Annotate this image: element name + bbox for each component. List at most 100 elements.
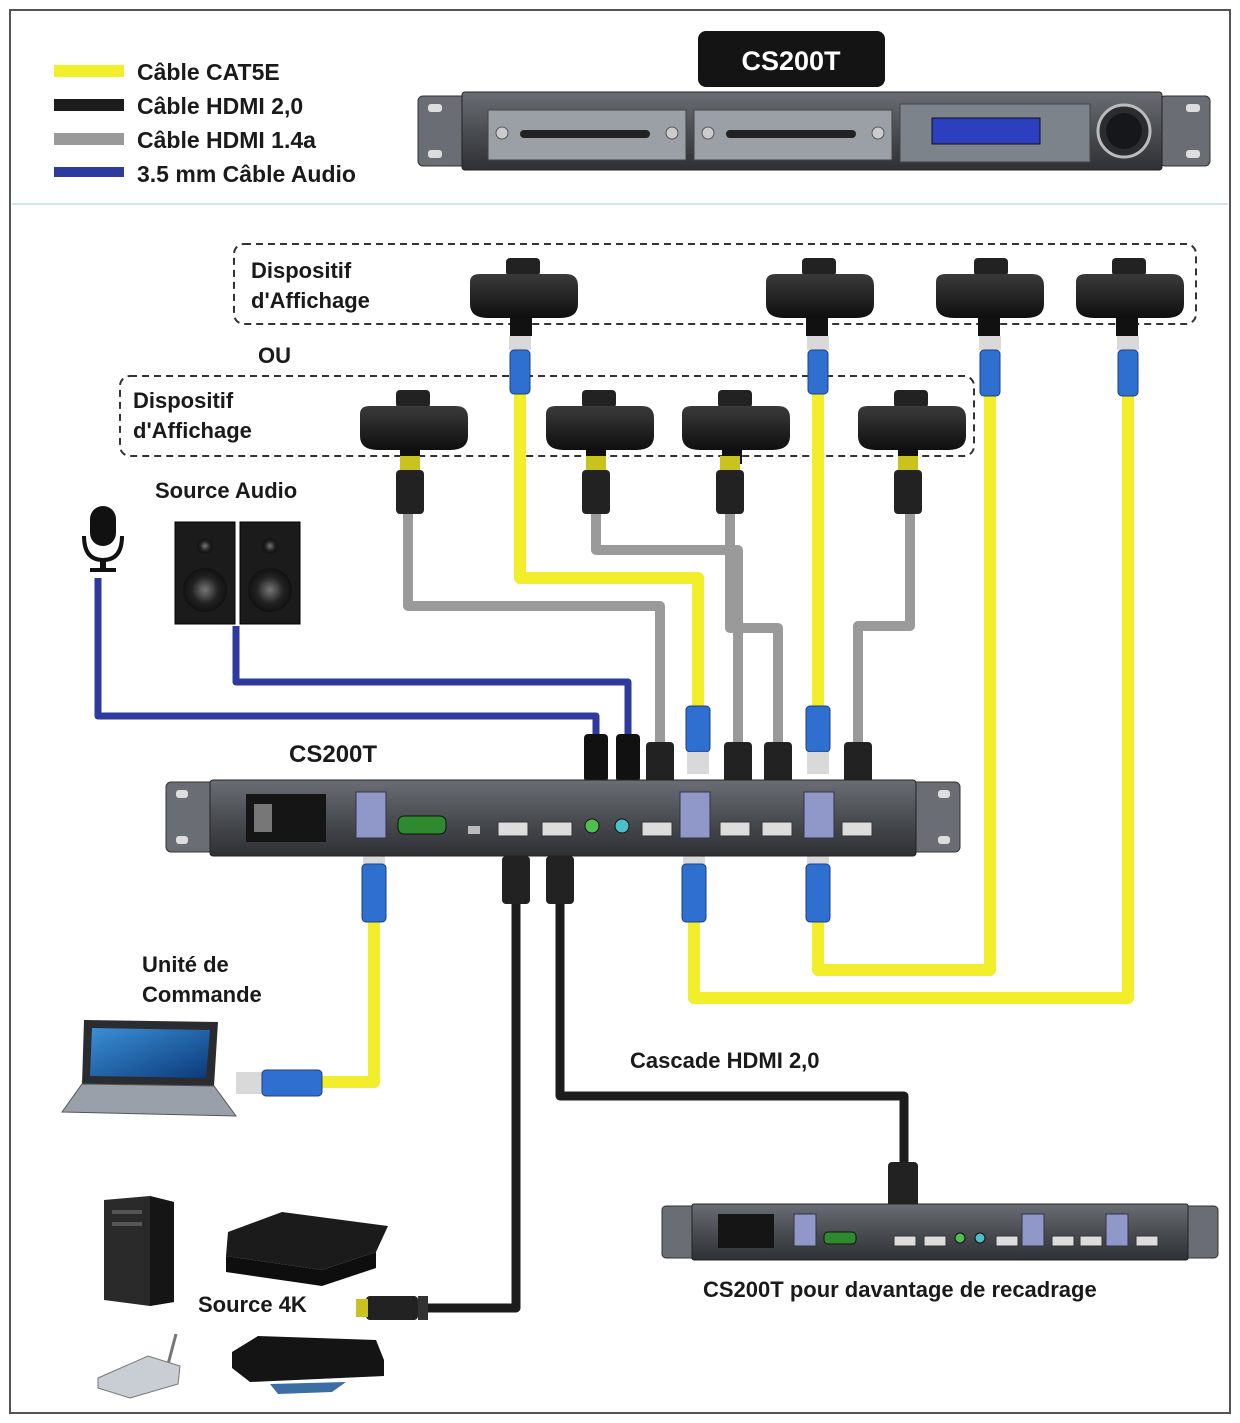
media-box-icon <box>97 1333 181 1399</box>
rack-ear-right <box>1159 95 1211 167</box>
legend-label-hdmi20: Câble HDMI 2,0 <box>137 93 303 119</box>
control-unit-label-line2: Commande <box>142 982 262 1007</box>
legend-label-hdmi14: Câble HDMI 1.4a <box>137 127 316 153</box>
rj45-connector <box>1117 336 1139 397</box>
secondary-unit-label: CS200T pour davantage de recadrage <box>703 1277 1097 1302</box>
legend-label-audio: 3.5 mm Câble Audio <box>137 161 356 187</box>
audio-port-blue <box>614 818 630 834</box>
control-unit-label-line1: Unité de <box>142 952 229 977</box>
hdmi-port <box>761 821 793 837</box>
audio-source-label: Source Audio <box>155 478 297 503</box>
rj45-connector <box>979 336 1001 397</box>
display-receiver-icon <box>1076 258 1184 336</box>
hdmi-port <box>923 1235 947 1247</box>
game-console-icon <box>226 1212 388 1286</box>
hdmi-port <box>893 1235 917 1247</box>
hdmi20-cable-4k-source <box>418 880 521 1313</box>
hdmi-plug <box>356 1296 428 1320</box>
serial-port-icon <box>823 1231 857 1245</box>
legend-swatch-audio <box>54 167 124 177</box>
rack-ear-left <box>417 95 469 167</box>
display-receiver-icon <box>682 390 790 464</box>
hdmi-port <box>1051 1235 1075 1247</box>
rj45-port <box>793 1213 817 1247</box>
audio-port-blue <box>974 1232 986 1244</box>
cat5e-cable-1 <box>514 390 704 710</box>
legend-swatch-hdmi14 <box>54 133 124 145</box>
hdmi20-cable-cascade <box>555 880 909 1172</box>
hdmi-port <box>841 821 873 837</box>
display-group-top-label-line2: d'Affichage <box>251 288 370 313</box>
legend-item-audio: 3.5 mm Câble Audio <box>54 161 356 187</box>
hdmi-plug <box>716 456 744 514</box>
hdmi-plugs <box>356 456 922 1320</box>
display-group-top-label-line1: Dispositif <box>251 258 352 283</box>
legend-item-cat5e: Câble CAT5E <box>54 59 280 85</box>
display-receiver-icon <box>766 258 874 336</box>
legend-item-hdmi14: Câble HDMI 1.4a <box>54 127 316 153</box>
legend-swatch-cat5e <box>54 65 124 77</box>
cables <box>94 390 1134 1313</box>
hdmi14-cable-1 <box>403 510 665 742</box>
main-unit-rear-panel <box>165 779 961 857</box>
cascade-label: Cascade HDMI 2,0 <box>630 1048 820 1073</box>
legend-item-hdmi20: Câble HDMI 2,0 <box>54 93 303 119</box>
display-receiver-icon <box>360 390 468 464</box>
rj45-connector <box>509 336 531 395</box>
hdmi-port <box>1135 1235 1159 1247</box>
lcd-display <box>931 117 1041 145</box>
rj45-port <box>355 791 387 839</box>
hdmi-port <box>541 821 573 837</box>
source-4k-label: Source 4K <box>198 1292 307 1317</box>
cat5e-cable-control <box>322 920 380 1088</box>
hdmi14-cable-2 <box>591 512 743 742</box>
display-group-top <box>233 243 1197 325</box>
rj45-connector <box>236 1069 323 1097</box>
main-unit-label: CS200T <box>289 741 377 768</box>
power-inlet-icon <box>718 1214 774 1248</box>
hdmi-port <box>641 821 673 837</box>
hdmi14-cable-4 <box>853 512 915 742</box>
hdmi-plug <box>582 456 610 514</box>
speaker-icon <box>174 521 301 625</box>
outer-frame <box>9 9 1231 1414</box>
legend-swatch-hdmi20 <box>54 99 124 111</box>
microphone-icon <box>82 506 124 572</box>
rj45-connector <box>685 705 711 774</box>
audio-port-green <box>584 818 600 834</box>
hdmi-port <box>1079 1235 1103 1247</box>
or-label: OU <box>258 343 291 368</box>
serial-port-icon <box>397 815 447 835</box>
secondary-unit-rear-panel <box>661 1203 1219 1261</box>
audio-cable-mic <box>94 578 600 736</box>
product-title: CS200T <box>741 46 841 76</box>
display-receiver-icon <box>546 390 654 464</box>
cat5e-cable-3 <box>812 392 996 976</box>
rj45-connector <box>807 336 829 395</box>
display-group-bottom-label-line2: d'Affichage <box>133 418 252 443</box>
legend-label-cat5e: Câble CAT5E <box>137 59 280 85</box>
hdmi-port <box>497 821 529 837</box>
display-receiver-icon <box>470 258 578 336</box>
display-receiver-icon <box>936 258 1044 336</box>
rj45-port <box>1021 1213 1045 1247</box>
pc-tower-icon <box>104 1196 174 1306</box>
display-receiver-icon <box>858 390 966 464</box>
rj45-port <box>1105 1213 1129 1247</box>
hdmi14-cable-3 <box>725 512 783 742</box>
display-group-bottom <box>119 375 975 457</box>
hdmi-plug <box>894 456 922 514</box>
display-group-bottom-label-line1: Dispositif <box>133 388 234 413</box>
bluray-player-icon <box>232 1336 384 1394</box>
laptop-icon <box>61 1020 238 1117</box>
legend: Câble CAT5E Câble HDMI 2,0 Câble HDMI 1.… <box>54 59 356 187</box>
rj45-port <box>803 791 835 839</box>
hdmi-port <box>719 821 751 837</box>
rj45-connector <box>805 705 831 774</box>
product-title-badge: CS200T <box>698 31 885 87</box>
display-receivers-top <box>470 258 1184 336</box>
audio-port-green <box>954 1232 966 1244</box>
audio-cable-speakers <box>232 626 632 736</box>
hdmi-port <box>995 1235 1019 1247</box>
